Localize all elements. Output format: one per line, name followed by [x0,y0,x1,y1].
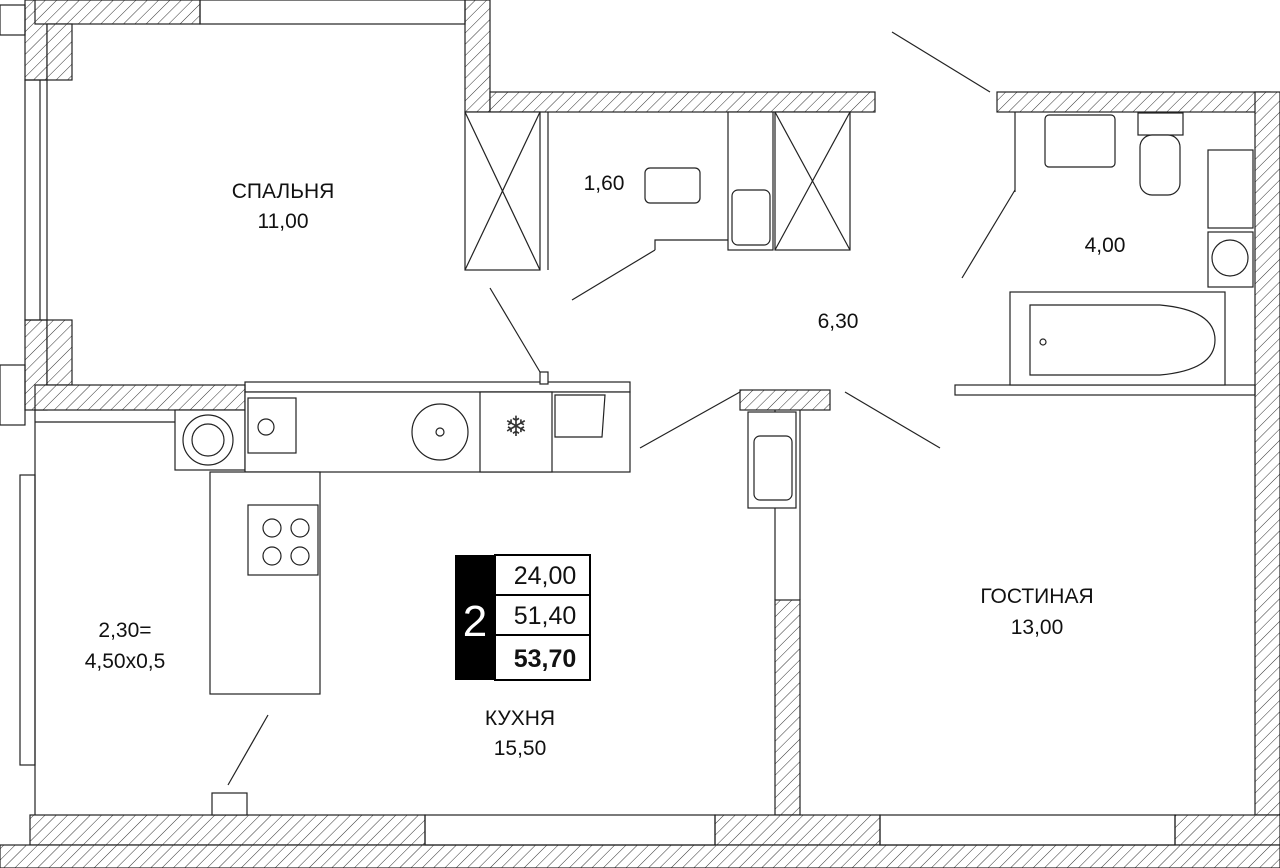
wardrobe-area: 1,60 [584,172,625,195]
bathroom-area: 4,00 [1085,234,1126,257]
hall-area: 6,30 [818,310,859,333]
balcony-dims: 4,50x0,5 [85,650,166,673]
rooms-count: 2 [463,597,487,646]
total-area: 53,70 [514,645,577,673]
balcony-formula: 2,30= [98,619,151,642]
living-area-total: 24,00 [514,562,577,590]
area-summary-badge: 2 24,00 51,40 53,70 [455,554,591,681]
freezer-snowflake-icon: ❄ [504,412,527,443]
bathroom-fixtures [1009,112,1254,386]
kitchen-area: 15,50 [494,737,547,760]
wardrobe-fixtures [464,111,851,271]
doors [211,31,1016,816]
living-name: ГОСТИНАЯ [980,585,1093,608]
kitchen-name: КУХНЯ [485,707,555,730]
kitchen-fixtures: ❄ [174,391,797,695]
living-area: 13,00 [1011,616,1064,639]
room-labels: СПАЛЬНЯ 11,00 1,60 6,30 4,00 ГОСТИНАЯ 13… [85,172,1126,760]
area-without-balcony: 51,40 [514,602,577,630]
bedroom-area: 11,00 [258,210,309,233]
bedroom-name: СПАЛЬНЯ [232,180,335,203]
